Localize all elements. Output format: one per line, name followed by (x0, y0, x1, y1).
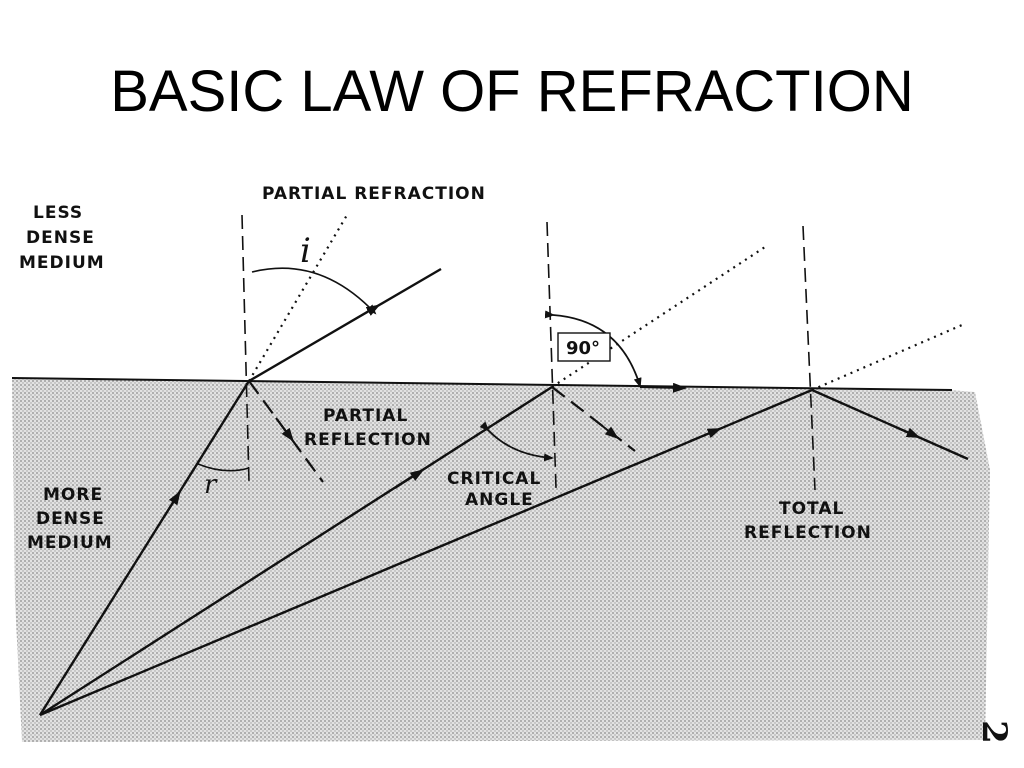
incident-ray-2 (39, 385, 553, 717)
total-reflected-ray (811, 388, 969, 461)
refracted-ray (248, 267, 442, 383)
normal-line-1 (241, 214, 250, 483)
total-reflected-arrow (892, 425, 921, 438)
partial-reflection-label-1: PARTIAL (323, 406, 408, 426)
more-dense-label-2: DENSE (36, 509, 105, 529)
critical-refracted-arrow (639, 382, 687, 393)
dotted-extension-3 (811, 323, 963, 392)
reflected-arrow-2 (595, 420, 619, 440)
angle-r-label: r (204, 470, 218, 500)
more-dense-medium-region (12, 378, 990, 742)
reflected-arrow-1 (275, 417, 294, 442)
reflected-ray-2 (551, 386, 636, 452)
ninety-label: 90° (566, 338, 600, 359)
angle-r-arc (197, 463, 250, 472)
page-title: BASIC LAW OF REFRACTION (110, 59, 914, 124)
angle-i-arc (251, 267, 377, 315)
incident-ray-1 (38, 380, 251, 716)
less-dense-label-3: MEDIUM (19, 253, 105, 273)
less-dense-label-2: DENSE (26, 228, 95, 248)
more-dense-label-1: MORE (43, 485, 103, 505)
partial-reflection-label-2: REFLECTION (304, 430, 432, 450)
total-reflection-label-1: TOTAL (779, 499, 844, 519)
normal-line-3 (802, 225, 816, 491)
page-number: 2 (973, 720, 1014, 744)
more-dense-label-3: MEDIUM (27, 533, 113, 553)
total-reflection-label-2: REFLECTION (744, 523, 872, 543)
dotted-extension-2 (551, 246, 766, 388)
incident-arrow-1 (159, 490, 181, 524)
critical-angle-label-1: CRITICAL (447, 469, 541, 489)
partial-refraction-label: PARTIAL REFRACTION (262, 184, 486, 204)
interface-line (11, 377, 953, 391)
incident-ray-3 (39, 388, 813, 717)
incident-arrow-2 (394, 469, 425, 489)
incident-arrow-3 (689, 428, 722, 442)
critical-angle-label-2: ANGLE (465, 490, 534, 510)
angle-i-label: i (300, 231, 311, 271)
less-dense-label-1: LESS (33, 203, 83, 223)
ninety-box (557, 332, 611, 362)
critical-angle-arc (479, 421, 554, 462)
dotted-extension-1 (248, 214, 348, 382)
